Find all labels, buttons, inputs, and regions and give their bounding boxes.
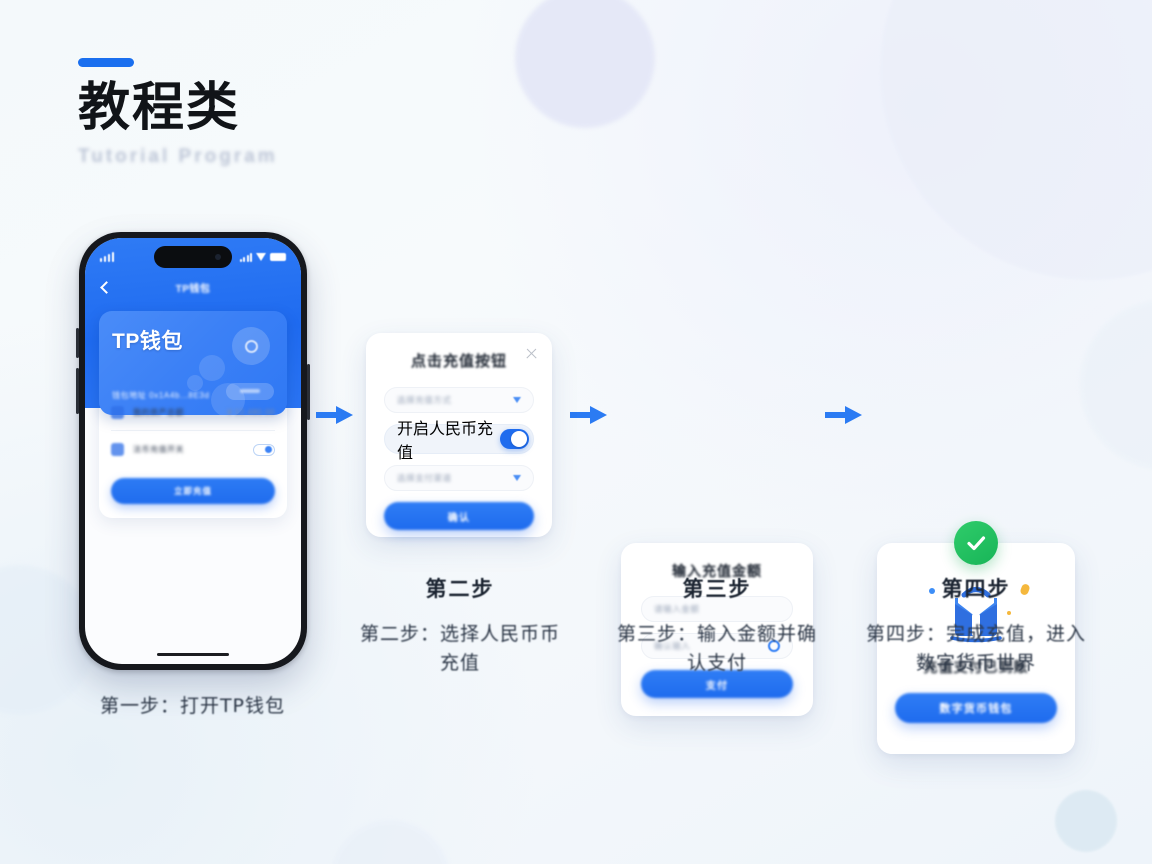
payment-method-select[interactable]: 选择充值方式: [384, 387, 534, 413]
caption-body: 第三步：输入金额并确认支付: [617, 623, 818, 675]
status-icons: [239, 252, 286, 262]
carrier-signal-icon: [100, 252, 114, 262]
divider: [111, 430, 275, 431]
chevron-down-icon: [513, 475, 521, 481]
decorative-bubble: [211, 383, 245, 415]
dynamic-island: [154, 246, 232, 268]
title-accent-rule: [78, 58, 134, 67]
settings-icon: [111, 443, 124, 456]
phone-power-button: [307, 364, 310, 420]
gift-bag-icon: [950, 587, 1002, 643]
caption-heading: 第三步: [682, 577, 752, 601]
home-indicator: [157, 652, 229, 656]
caption-heading: 第二步: [425, 577, 495, 601]
dialog-title: 点击充值按钮: [410, 353, 507, 370]
step-4-caption: 第四步 第四步：完成充值，进入数字货币世界: [860, 573, 1092, 679]
step-1-caption: 第一步：打开TP钱包: [60, 692, 325, 721]
step-2-caption: 第二步 第二步：选择人民币币充值: [360, 573, 560, 679]
wallet-balance-card[interactable]: TP钱包 钱包地址 0x1A4b...8E3d: [99, 311, 287, 415]
wallet-name: TP钱包: [112, 330, 183, 353]
user-avatar-icon[interactable]: [232, 327, 270, 365]
front-camera-icon: [215, 254, 221, 260]
amount-input[interactable]: 请输入金额: [641, 596, 793, 622]
battery-icon: [270, 253, 286, 261]
confirm-button[interactable]: 确认: [384, 502, 534, 530]
confetti-dot: [929, 588, 935, 594]
list-item[interactable]: 我的资产总额 ¥ 12,480.00: [111, 396, 275, 429]
step-3-dialog: 输入充值金额 请输入金额 确认输入 支付: [621, 543, 813, 716]
decorative-bubble: [199, 355, 225, 381]
arrow-right-icon: [570, 404, 608, 426]
list-item-label: 法币充值开关: [133, 445, 184, 454]
confirm-input[interactable]: 确认输入: [641, 633, 793, 659]
decorative-bubble: [187, 375, 203, 391]
select-placeholder: 选择支付渠道: [397, 473, 452, 483]
toggle-switch[interactable]: [253, 443, 275, 456]
chevron-down-icon: [513, 397, 521, 403]
toggle-label: 开启人民币充值: [397, 421, 494, 462]
recharge-button[interactable]: 立即充值: [111, 478, 275, 504]
step-3-caption: 第三步 第三步：输入金额并确认支付: [617, 573, 817, 679]
decorative-circle: [515, 0, 655, 128]
wallet-address: 钱包地址 0x1A4b...8E3d: [112, 391, 210, 400]
rmb-toggle-row[interactable]: 开启人民币充值: [384, 421, 534, 462]
gift-bag-illustration: [895, 571, 1057, 655]
phone-screen: TP钱包 TP钱包 钱包地址 0x1A4b...8E3d: [85, 238, 301, 664]
caption-body: 第一步：打开TP钱包: [99, 695, 286, 717]
result-text: 充值支付已到账: [923, 659, 1029, 675]
arrow-right-icon: [316, 404, 354, 426]
caption-heading: 第四步: [941, 577, 1011, 601]
step-4-result-card: 充值支付已到账 数字货币钱包: [877, 521, 1075, 754]
select-placeholder: 选择充值方式: [397, 395, 452, 405]
wifi-icon: [256, 253, 266, 261]
caption-body: 第二步：选择人民币币充值: [360, 623, 561, 675]
check-circle-icon: [954, 521, 998, 565]
wallet-icon: [111, 406, 124, 419]
app-header: TP钱包 TP钱包 钱包地址 0x1A4b...8E3d: [85, 238, 301, 415]
step-2-dialog: 点击充值按钮 选择充值方式 开启人民币充值 选择支付渠道 确认: [366, 333, 552, 537]
arrow-right-icon: [825, 404, 863, 426]
status-bar: [85, 247, 301, 267]
tutorial-flow: TP钱包 TP钱包 钱包地址 0x1A4b...8E3d: [0, 232, 1152, 754]
page-title: 教程类: [78, 78, 241, 138]
signal-icon: [239, 252, 252, 262]
step-1-phone-mockup: TP钱包 TP钱包 钱包地址 0x1A4b...8E3d: [76, 232, 310, 670]
page-header: 教程类 Tutorial Program: [78, 58, 278, 168]
input-placeholder: 请输入金额: [654, 604, 700, 614]
page-subtitle: Tutorial Program: [78, 145, 278, 167]
list-item[interactable]: 法币充值开关: [111, 433, 275, 466]
input-placeholder: 确认输入: [654, 641, 691, 651]
list-item-label: 我的资产总额: [133, 408, 184, 417]
decorative-circle: [1055, 790, 1117, 852]
confetti-dot: [1007, 611, 1011, 615]
wallet-action-pill[interactable]: [226, 383, 274, 400]
app-navbar: TP钱包: [99, 274, 287, 300]
wallet-entry-button[interactable]: 数字货币钱包: [895, 693, 1057, 723]
toggle-switch-on[interactable]: [499, 429, 529, 449]
phone-frame: TP钱包 TP钱包 钱包地址 0x1A4b...8E3d: [76, 232, 310, 670]
app-nav-title: TP钱包: [175, 283, 211, 295]
list-item-value: ¥ 12,480.00: [227, 408, 275, 417]
dialog-title: 输入充值金额: [672, 563, 762, 579]
pay-button[interactable]: 支付: [641, 670, 793, 698]
caption-body: 第四步：完成充值，进入数字货币世界: [865, 623, 1086, 675]
circle-icon: [768, 640, 780, 652]
payment-channel-select[interactable]: 选择支付渠道: [384, 465, 534, 491]
decorative-circle: [330, 820, 450, 864]
